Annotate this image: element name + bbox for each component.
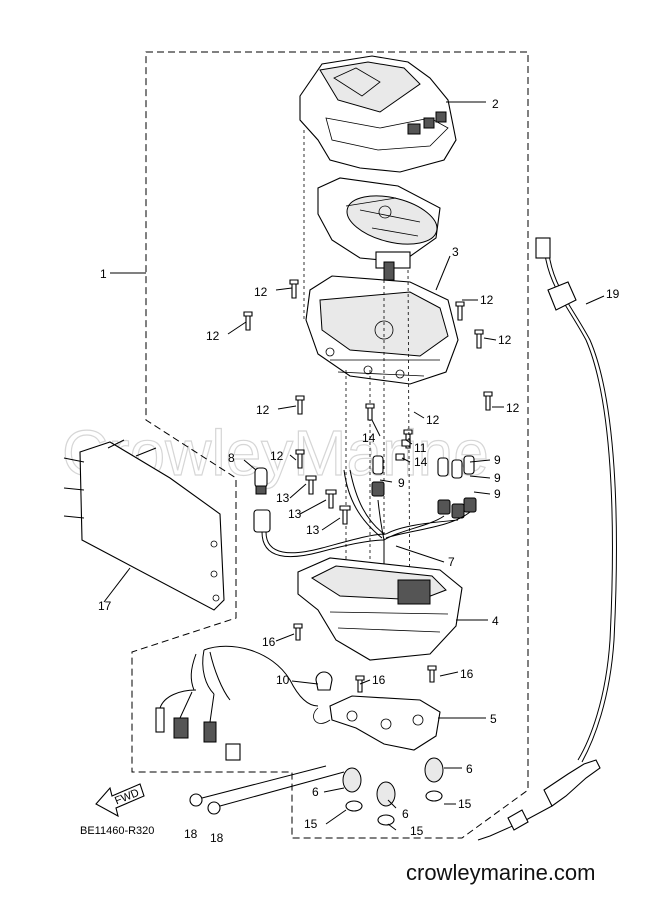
callout-9c: 9 [494, 487, 501, 501]
screw-icon [483, 391, 493, 411]
callout-7: 7 [448, 555, 455, 569]
callout-15a: 15 [458, 797, 472, 811]
callout-13b: 13 [288, 507, 302, 521]
callout-16c: 16 [460, 667, 474, 681]
bulb-sockets [365, 403, 477, 519]
screw-icon [295, 449, 305, 469]
callout-18a: 18 [184, 827, 198, 841]
mounting-bracket [313, 695, 441, 751]
callout-12c: 12 [480, 293, 494, 307]
callout-12a: 12 [254, 285, 268, 299]
fwd-arrow: FWD [95, 783, 145, 818]
callout-18b: 18 [210, 831, 224, 845]
wire-harness [261, 469, 471, 600]
callout-16b: 16 [372, 673, 386, 687]
callout-9b: 9 [494, 471, 501, 485]
fwd-label: FWD [113, 787, 141, 808]
callout-8: 8 [228, 451, 235, 465]
meter-cover [299, 55, 457, 173]
site-label: crowleymarine.com [406, 860, 596, 885]
callout-1: 1 [100, 267, 107, 281]
callout-6b: 6 [312, 785, 319, 799]
callout-2: 2 [492, 97, 499, 111]
callout-15b: 15 [304, 817, 318, 831]
assembly-boundary [131, 51, 529, 839]
lower-case [297, 557, 463, 661]
callout-6c: 6 [402, 807, 409, 821]
dampers-and-nuts [342, 757, 444, 826]
screw-icon [243, 311, 253, 331]
callout-9d: 9 [398, 476, 405, 490]
callout-9a: 9 [494, 453, 501, 467]
callout-14b: 14 [414, 455, 428, 469]
screw-icon [295, 395, 305, 415]
callout-10: 10 [276, 673, 290, 687]
callout-12g: 12 [270, 449, 284, 463]
callout-19: 19 [606, 287, 620, 301]
leader-lines [103, 101, 605, 831]
callout-17: 17 [98, 599, 112, 613]
callout-15c: 15 [410, 824, 424, 838]
callout-13a: 13 [276, 491, 290, 505]
callout-6a: 6 [466, 762, 473, 776]
callout-16a: 16 [262, 635, 276, 649]
clamp-10 [315, 671, 333, 691]
diagram-code: BE11460-R320 [80, 825, 154, 837]
screw-icon [289, 279, 299, 299]
callout-14a: 14 [362, 431, 376, 445]
callout-13c: 13 [306, 523, 320, 537]
sub-harness [155, 645, 319, 761]
callout-12f: 12 [506, 401, 520, 415]
callout-labels: 1 2 3 4 5 6 6 6 7 8 9 9 9 9 10 11 12 12 … [98, 97, 620, 845]
gauge-unit [317, 177, 441, 281]
callout-11: 11 [414, 441, 427, 455]
speedometer-cable [477, 237, 617, 841]
callout-4: 4 [492, 614, 499, 628]
bolts-18 [189, 765, 345, 815]
callout-12b: 12 [206, 329, 220, 343]
callout-5: 5 [490, 712, 497, 726]
bulb-8 [253, 467, 271, 533]
screw-group-13 [305, 475, 351, 525]
meter-case [305, 275, 459, 385]
screw-icon [474, 329, 484, 349]
callout-12e: 12 [256, 403, 270, 417]
callout-3: 3 [452, 245, 459, 259]
screw-group-12 [243, 279, 493, 469]
callout-12d: 12 [498, 333, 512, 347]
screw-icon [455, 301, 465, 321]
mounting-plate [63, 439, 225, 611]
callout-12h: 12 [426, 413, 440, 427]
